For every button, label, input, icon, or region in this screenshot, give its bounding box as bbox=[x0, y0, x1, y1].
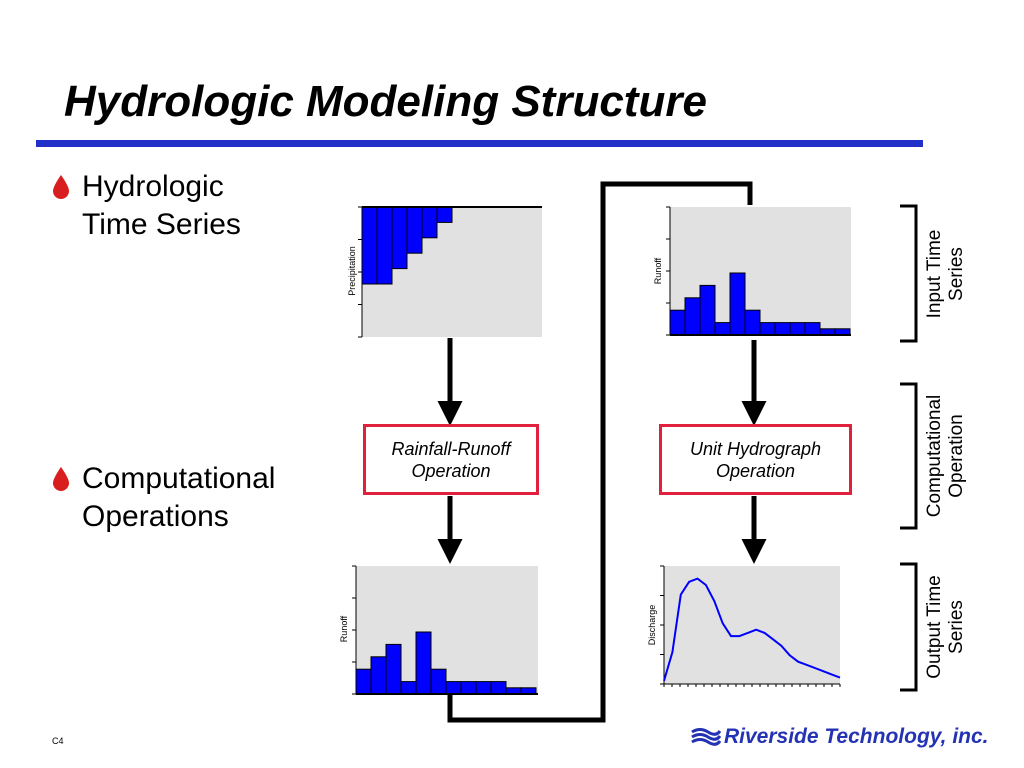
company-logo: Riverside Technology, inc. bbox=[690, 725, 989, 749]
bracket-output bbox=[900, 562, 918, 692]
droplet-icon bbox=[53, 175, 69, 199]
slide-number: C4 bbox=[52, 736, 64, 746]
operation-line: Unit Hydrograph bbox=[689, 438, 822, 459]
bullet-text: Hydrologic Time Series bbox=[82, 168, 241, 244]
bracket-input bbox=[900, 204, 918, 343]
side-label-line: Output Time bbox=[924, 575, 945, 679]
connector-runoff-to-input bbox=[447, 181, 753, 723]
operation-line: Rainfall-Runoff bbox=[391, 438, 511, 459]
operation-line: Operation bbox=[411, 460, 491, 481]
computational-operation-label: Computational Operation bbox=[924, 386, 968, 526]
input-time-series-label: Input Time Series bbox=[924, 214, 968, 334]
operation-line: Operation bbox=[715, 460, 796, 481]
bullet-line: Hydrologic bbox=[82, 170, 224, 203]
output-runoff-chart bbox=[352, 565, 538, 695]
bullet-text: Computational Operations bbox=[82, 460, 275, 536]
discharge-line bbox=[663, 577, 841, 682]
side-label-line: Series bbox=[946, 247, 967, 301]
output-time-series-label: Output Time Series bbox=[924, 562, 968, 692]
input-runoff-chart bbox=[666, 206, 851, 336]
precipitation-chart bbox=[358, 206, 542, 338]
side-label-line: Input Time bbox=[924, 229, 945, 319]
slide-title: Hydrologic Modeling Structure bbox=[64, 77, 707, 126]
unit-hydrograph-operation: Unit Hydrograph Operation bbox=[659, 424, 852, 495]
title-underline bbox=[36, 140, 923, 147]
bracket-computational bbox=[900, 382, 918, 530]
bullet-hydrologic-time-series: Hydrologic Time Series bbox=[50, 168, 241, 244]
bullet-line: Operations bbox=[82, 500, 229, 533]
bullet-computational-operations: Computational Operations bbox=[50, 460, 275, 536]
logo-text: Riverside Technology, inc. bbox=[724, 725, 989, 748]
riverside-wave-icon bbox=[691, 728, 722, 746]
rainfall-runoff-operation: Rainfall-Runoff Operation bbox=[363, 424, 539, 495]
discharge-chart bbox=[660, 565, 841, 687]
droplet-icon bbox=[53, 467, 69, 491]
side-label-line: Computational bbox=[924, 394, 945, 518]
bullet-line: Computational bbox=[82, 462, 276, 495]
side-label-line: Operation bbox=[946, 414, 967, 498]
side-label-line: Series bbox=[946, 600, 967, 654]
bullet-line: Time Series bbox=[82, 208, 241, 241]
